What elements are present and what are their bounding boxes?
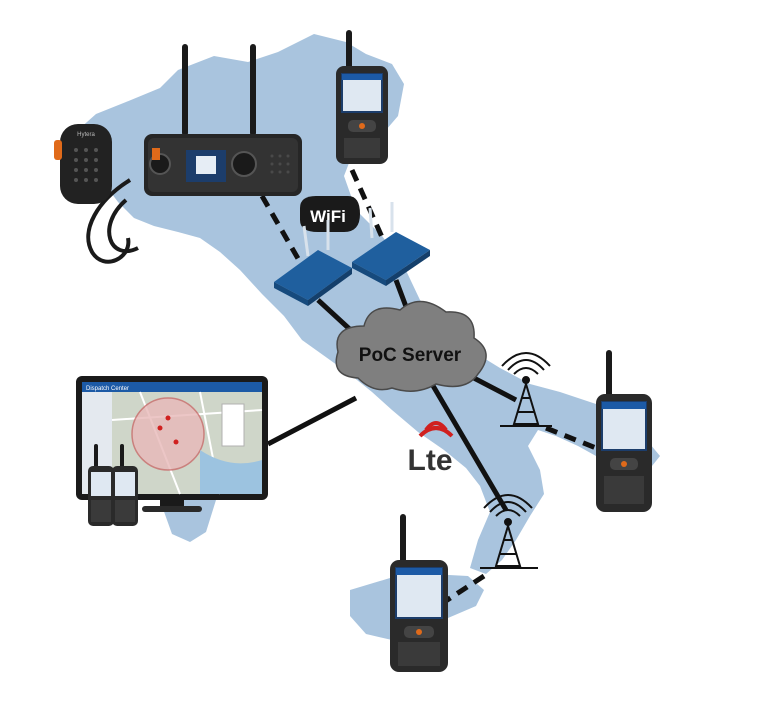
wifi-logo-text: WiFi [310, 207, 346, 226]
poc-server-cloud: PoC Server [335, 300, 487, 392]
handheld-radio-icon [88, 444, 114, 526]
server-label: PoC Server [359, 345, 462, 366]
wifi-logo: WiFi [300, 196, 360, 232]
link-handheld-top-to-router-2 [349, 168, 389, 248]
speaker-mic-icon: Hytera [54, 124, 139, 264]
wifi-router-icon [274, 220, 352, 306]
handheld-radio-icon [596, 350, 652, 512]
mobile-radio-icon [144, 44, 302, 196]
handheld-radio-icon [390, 514, 448, 672]
mic-brand-label: Hytera [77, 132, 95, 138]
cell-tower-icon [480, 494, 538, 569]
link-tower-east-to-handheld [545, 425, 597, 451]
lte-signal-icon [418, 426, 454, 438]
wifi-logo-shape [300, 196, 360, 232]
link-server-to-tower-east [468, 373, 518, 403]
wifi-router-icon [352, 202, 430, 286]
link-dispatch-to-server [266, 395, 358, 447]
handheld-radio-icon [112, 444, 138, 526]
dispatch-screen-title: Dispatch Center [86, 386, 129, 392]
cell-tower-icon [500, 352, 552, 427]
network-links [259, 168, 597, 609]
link-mobile-radio-to-router-1 [259, 194, 303, 264]
cloud-icon [335, 300, 487, 392]
handheld-radio-icon [336, 30, 388, 164]
lte-logo: Lte [408, 421, 454, 477]
lte-logo-text: Lte [408, 444, 453, 477]
link-server-to-tower-south [429, 382, 509, 512]
